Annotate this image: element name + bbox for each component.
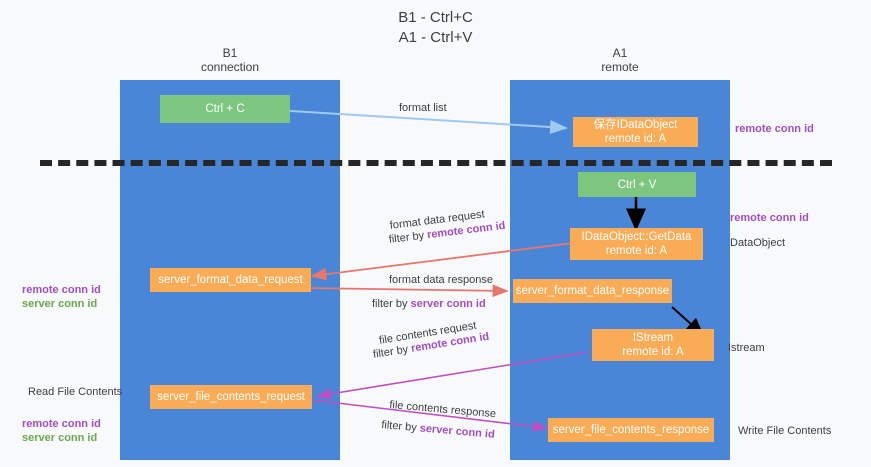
edge-label-format-data-response-filter: filter by server conn id [372, 297, 486, 311]
arrow-file-contents-request [316, 351, 589, 400]
arrow-response-to-istream [671, 306, 704, 336]
page-title: B1 - Ctrl+C A1 - Ctrl+V [398, 9, 473, 46]
annotation-server-conn-id-line: server conn id [22, 298, 98, 310]
annotation-istream: Istream [728, 342, 765, 354]
lane-header-a1: A1 remote [601, 46, 639, 74]
annotation-read-file-contents: Read File Contents [28, 386, 123, 398]
filter-prefix: filter by [372, 298, 411, 310]
annotation-conn-ids-bottom: remote conn id server conn id [22, 403, 101, 459]
arrow-format-list [274, 109, 568, 134]
annotation-dataobject: DataObject [730, 237, 786, 249]
edge-label-format-list: format list [399, 102, 447, 114]
filter-key-server-conn-id: server conn id [410, 298, 486, 310]
arrow-format-data-response [304, 284, 509, 298]
section-divider [40, 160, 832, 166]
filter-prefix: filter by [380, 418, 421, 435]
node-server-file-contents-response[interactable]: server_file_contents_response [548, 418, 714, 442]
node-server-format-data-request[interactable]: server_format_data_request [150, 268, 311, 292]
annotation-remote-conn-id-mid: remote conn id [730, 212, 809, 224]
arrow-file-contents-response [311, 399, 548, 433]
node-ctrl-c[interactable]: Ctrl + C [160, 95, 290, 123]
lane-header-b1: B1 connection [200, 46, 260, 74]
annotation-remote-conn-id-line: remote conn id [22, 284, 101, 296]
annotation-server-conn-id-line: server conn id [22, 432, 98, 444]
node-server-file-contents-request[interactable]: server_file_contents_request [150, 385, 312, 409]
annotation-remote-conn-id-line: remote conn id [22, 418, 101, 430]
node-ctrl-v[interactable]: Ctrl + V [578, 172, 696, 197]
node-server-format-data-response[interactable]: server_format_data_response [513, 279, 672, 303]
annotation-remote-conn-id: remote conn id server conn id [22, 283, 101, 311]
arrow-format-data-request [310, 242, 574, 281]
node-istream[interactable]: IStream remote id: A [592, 329, 714, 361]
node-save-idataobject[interactable]: 保存IDataObject remote id: A [573, 117, 698, 147]
annotation-remote-conn-id: remote conn id server conn id [22, 417, 101, 445]
annotation-conn-ids-mid: remote conn id server conn id [22, 269, 101, 325]
edge-label-format-data-response: format data response [389, 274, 493, 286]
annotation-remote-conn-id-top: remote conn id [735, 123, 814, 135]
node-getdata[interactable]: IDataObject::GetData remote id: A [570, 228, 703, 260]
annotation-write-file-contents: Write File Contents [738, 425, 832, 437]
